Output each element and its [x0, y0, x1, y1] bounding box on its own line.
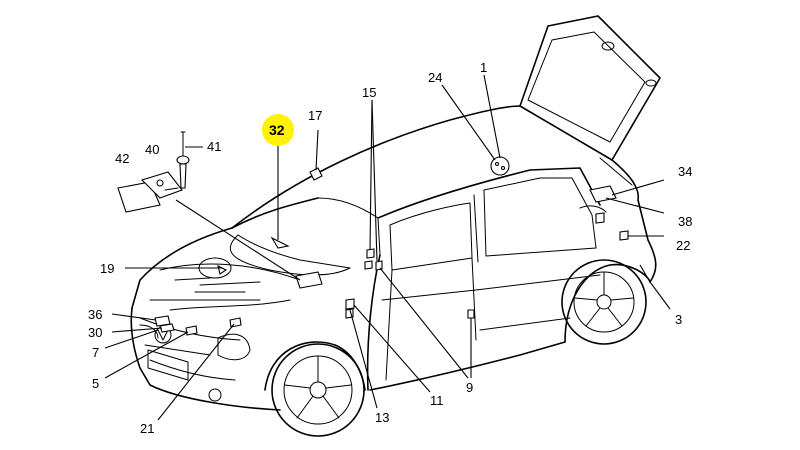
callout-24: 24 [428, 70, 442, 85]
callout-3: 3 [675, 312, 682, 327]
callout-11: 11 [430, 393, 444, 408]
callout-7: 7 [92, 345, 99, 360]
callout-17: 17 [308, 108, 322, 123]
callout-labels: 1 24 15 17 32 40 41 42 34 38 22 3 19 36 … [88, 60, 692, 436]
callout-41: 41 [207, 139, 221, 154]
callout-40: 40 [145, 142, 159, 157]
callout-22: 22 [676, 238, 690, 253]
callout-36: 36 [88, 307, 102, 322]
part-small-labels [154, 156, 629, 336]
callout-21: 21 [140, 421, 154, 436]
callout-34: 34 [678, 164, 692, 179]
callout-5: 5 [92, 376, 99, 391]
callout-1: 1 [480, 60, 487, 75]
car-body [130, 15, 661, 437]
callout-19: 19 [100, 261, 114, 276]
callout-32: 32 [269, 122, 285, 138]
callout-13: 13 [375, 410, 389, 425]
callout-15: 15 [362, 85, 376, 100]
part-41-rivet [176, 131, 190, 189]
highlight-32 [262, 114, 294, 146]
callout-38: 38 [678, 214, 692, 229]
part-40-bracket [140, 171, 183, 199]
callout-42: 42 [115, 151, 129, 166]
callout-30: 30 [88, 325, 102, 340]
part-42-sticker [117, 181, 161, 213]
callout-9: 9 [466, 380, 473, 395]
leader-lines [104, 74, 671, 421]
